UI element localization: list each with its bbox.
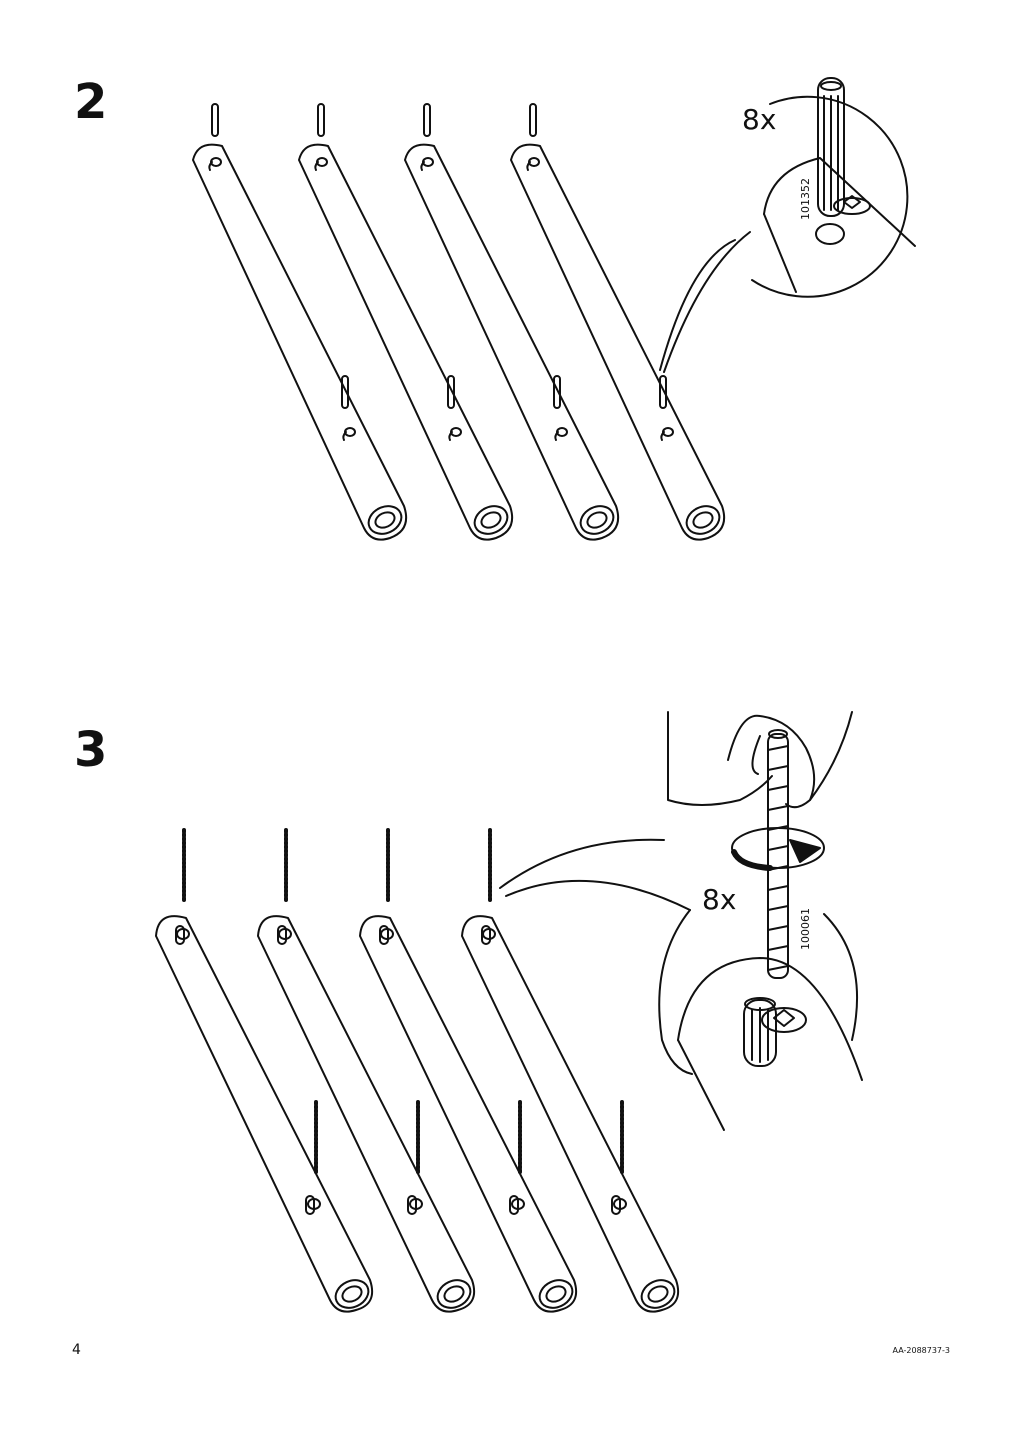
leg <box>156 830 373 1313</box>
dowel <box>212 104 218 136</box>
step-3-detail-callout <box>500 712 862 1130</box>
part-number: 100061 <box>799 908 812 950</box>
quantity-label: 8x <box>742 103 777 136</box>
step-3-legs <box>156 828 681 1315</box>
step-number: 3 <box>74 722 108 778</box>
document-code: AA-2088737-3 <box>892 1346 950 1355</box>
step-number: 2 <box>74 74 108 130</box>
step-2-legs <box>193 103 726 541</box>
hand <box>668 712 772 805</box>
part-number: 101352 <box>799 178 812 220</box>
leg <box>193 104 406 540</box>
dowel-detail <box>818 78 844 216</box>
step-2-detail-callout <box>660 78 915 372</box>
quantity-label: 8x <box>702 883 737 916</box>
screw-detail <box>768 734 788 978</box>
dowel <box>342 376 348 408</box>
rotation-arrow-icon <box>732 828 824 868</box>
page-number: 4 <box>72 1342 81 1358</box>
